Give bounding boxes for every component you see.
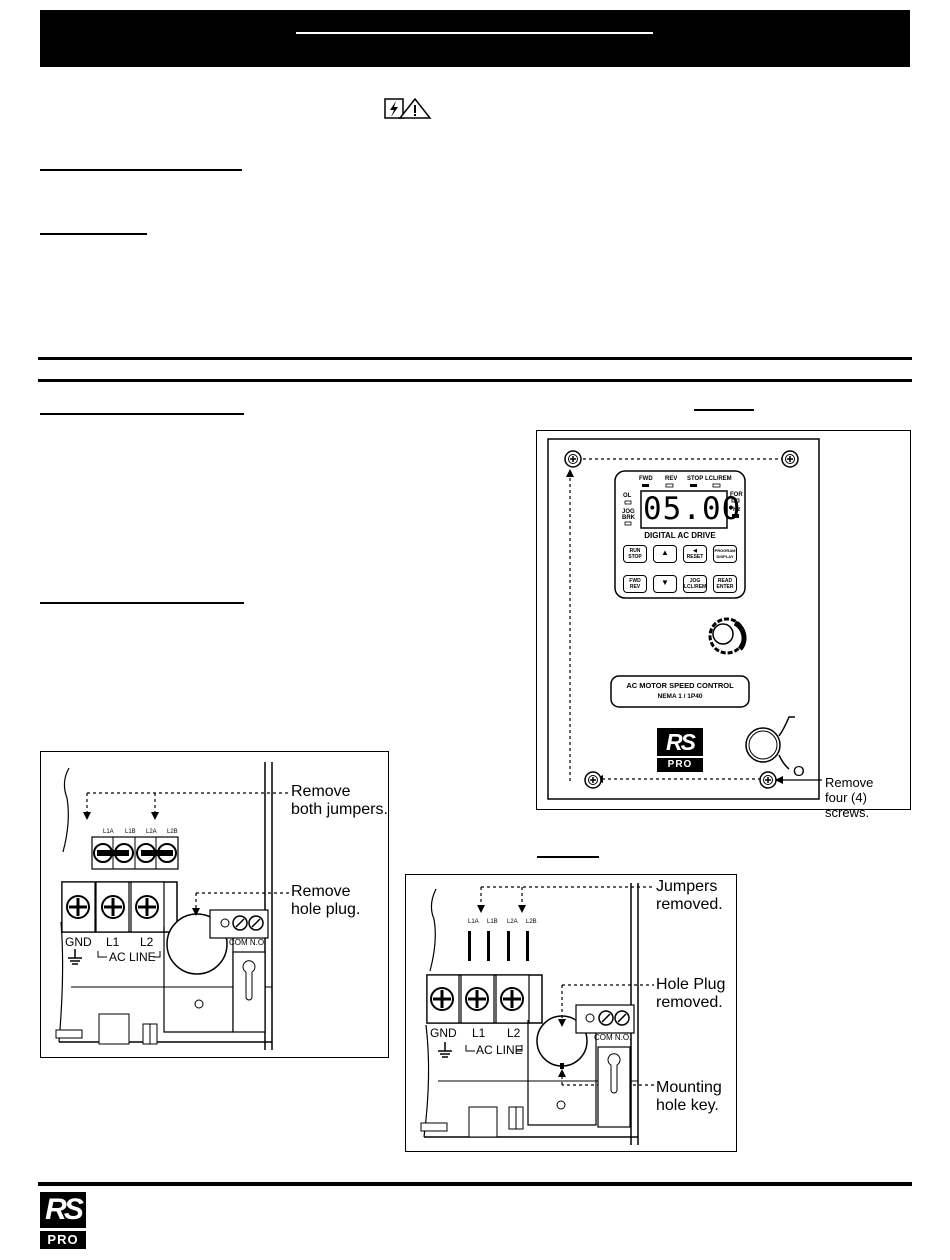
jumper-label: L1B: [125, 829, 136, 835]
jumper-figure-before: L1A L1B L2A L2B GND L1 L2 AC LINE COM N.…: [40, 751, 389, 1058]
arrow-down-icon: ▼: [661, 578, 669, 587]
relay-label: COM N.O.: [229, 938, 267, 947]
terminal-board-drawing: [55, 762, 289, 1050]
front-panel-figure: FWD REV STOP LCL/REM OL JOG BRK FOR Hz 0…: [536, 430, 911, 820]
led-label-fwd: FWD: [639, 476, 653, 482]
front-panel-drawing: [547, 438, 822, 800]
header-bar: [40, 10, 910, 67]
figure-caption-underline: [537, 856, 599, 858]
jumper-label: L2B: [167, 829, 178, 835]
jumper-label: L2B: [526, 919, 537, 925]
callout-remove-jumpers: Remove both jumpers.: [291, 783, 388, 818]
led-label-rev: REV: [665, 476, 678, 482]
section-heading-underline: [40, 413, 244, 415]
led-label-for: FOR: [730, 492, 743, 498]
terminal-label-l2: L2: [507, 1026, 521, 1040]
led-label-hz: Hz: [733, 507, 741, 513]
switch-off-label: O: [793, 763, 805, 780]
footer-rule: [38, 1182, 912, 1186]
led-label-brk: BRK: [622, 515, 635, 521]
screw-icon: [759, 771, 777, 789]
nameplate-line1: AC MOTOR SPEED CONTROL: [626, 681, 734, 690]
arrow-left-icon: ◀: [693, 548, 697, 554]
led-label-jog: JOG: [622, 509, 635, 515]
callout-jumpers-removed: Jumpers removed.: [656, 878, 723, 913]
rs-pro-logo: RS PRO: [657, 728, 703, 772]
down-button[interactable]: ▼: [653, 575, 677, 593]
display-title: DIGITAL AC DRIVE: [644, 531, 716, 540]
screw-icon: [781, 450, 799, 468]
callout-hole-plug-removed: Hole Plug removed.: [656, 976, 726, 1011]
divider-rule: [38, 357, 912, 360]
up-button[interactable]: ▲: [653, 545, 677, 563]
led-label-lcl-rem: LCL/REM: [705, 476, 732, 482]
terminal-board-drawing: [420, 883, 654, 1145]
terminal-label-l1: L1: [106, 935, 120, 949]
terminal-label-l1: L1: [472, 1026, 486, 1040]
terminal-label-gnd: GND: [65, 935, 92, 949]
warning-icons: [384, 98, 432, 119]
jumper-figure-after: L1A L1B L2A L2B GND L1 L2 AC LINE COM N.…: [405, 874, 737, 1152]
screw-icon: [564, 450, 582, 468]
section-heading-underline: [40, 602, 244, 604]
callout-remove-hole-plug: Remove hole plug.: [291, 883, 361, 918]
callout-remove-screws: Remove four (4) screws.: [825, 775, 874, 820]
rs-pro-footer-logo: RS PRO: [40, 1192, 86, 1250]
jumper-label: L2A: [507, 919, 518, 925]
section-heading-underline: [40, 169, 242, 171]
ac-line-label: AC LINE: [476, 1043, 523, 1057]
terminal-label-gnd: GND: [430, 1026, 457, 1040]
divider-rule: [38, 379, 912, 382]
jumper-label: L1A: [103, 829, 114, 835]
nameplate-line2: NEMA 1 / 1P40: [657, 693, 703, 700]
jumper-label: L2A: [146, 829, 157, 835]
terminal-label-l2: L2: [140, 935, 154, 949]
jumper-label: L1B: [487, 919, 498, 925]
screw-icon: [584, 771, 602, 789]
figure-caption-underline: [694, 409, 754, 411]
led-label-ol: OL: [623, 493, 632, 499]
callout-mounting-hole-key: Mounting hole key.: [656, 1079, 722, 1114]
section-heading-underline: [40, 233, 147, 235]
ac-line-label: AC LINE: [109, 950, 156, 964]
display-readout: 05.00: [643, 491, 742, 527]
led-label-stop: STOP: [687, 476, 704, 482]
reset-button[interactable]: ◀RESET: [683, 545, 707, 563]
speed-knob: [708, 617, 747, 655]
jumper-label: L1A: [468, 919, 479, 925]
arrow-up-icon: ▲: [661, 548, 669, 557]
relay-label: COM N.O.: [594, 1033, 632, 1042]
header-title-underline: [296, 32, 653, 34]
